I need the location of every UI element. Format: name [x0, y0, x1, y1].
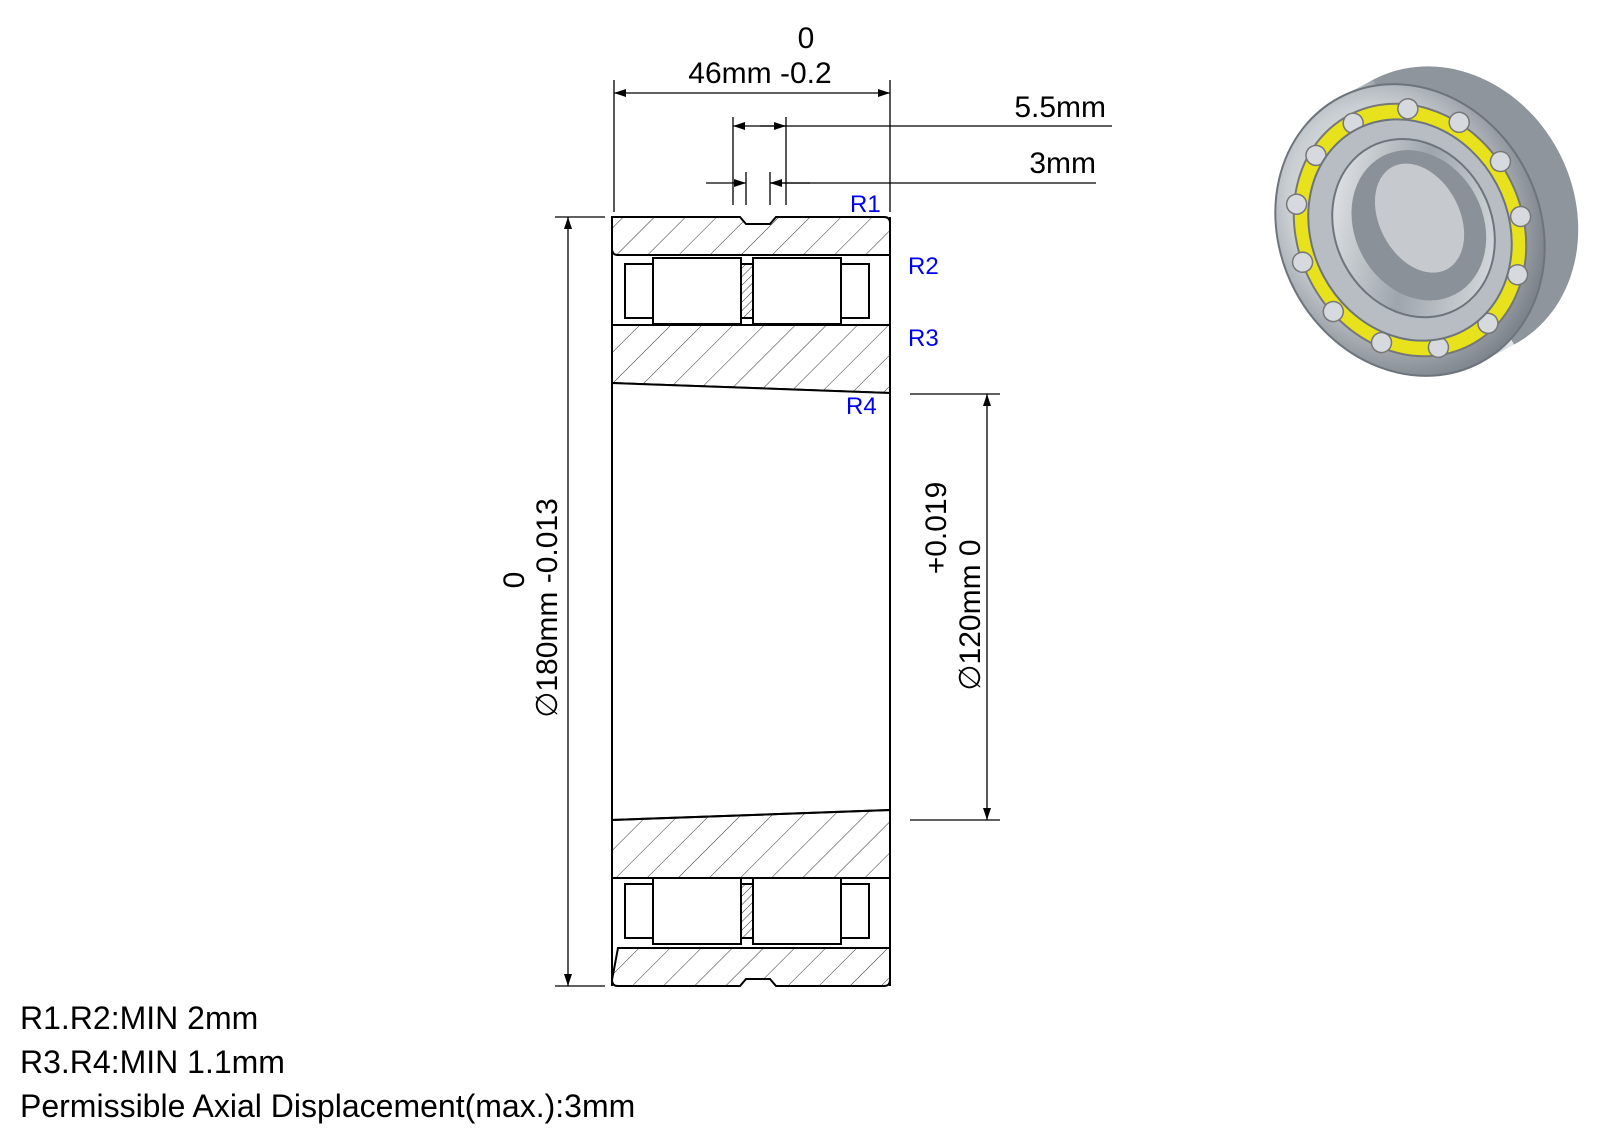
roller-row-top	[624, 257, 870, 325]
inner-ring-bottom	[611, 808, 891, 879]
bore-diameter-label: ∅120mm 0	[954, 539, 987, 690]
radius-label-r3: R3	[908, 325, 939, 352]
outer-ring-top	[611, 216, 891, 256]
bore-region	[611, 381, 891, 822]
dimension-lines	[555, 80, 1112, 987]
outer-diameter-label: ∅180mm -0.013	[531, 498, 564, 718]
note-axial-displacement: Permissible Axial Displacement(max.):3mm	[20, 1088, 636, 1124]
bore-diameter-tolerance-upper: +0.019	[920, 482, 953, 575]
width-dimension-label: 46mm -0.2	[688, 57, 831, 90]
radius-label-r1: R1	[850, 191, 881, 218]
bearing-3d-render	[1274, 66, 1579, 377]
radius-label-r4: R4	[846, 393, 877, 420]
roller-row-bottom	[624, 877, 870, 945]
note-r1-r2: R1.R2:MIN 2mm	[20, 1000, 259, 1036]
groove-width-label: 5.5mm	[1014, 91, 1106, 124]
outer-diameter-tolerance-upper: 0	[498, 572, 531, 589]
inner-ring-top	[611, 324, 891, 395]
radius-label-r2: R2	[908, 253, 939, 280]
note-r3-r4: R3.R4:MIN 1.1mm	[20, 1044, 285, 1080]
outer-ring-bottom	[610, 947, 891, 987]
displacement-label: 3mm	[1029, 147, 1096, 180]
bearing-cross-section	[610, 216, 891, 987]
width-tolerance-upper: 0	[798, 22, 815, 55]
